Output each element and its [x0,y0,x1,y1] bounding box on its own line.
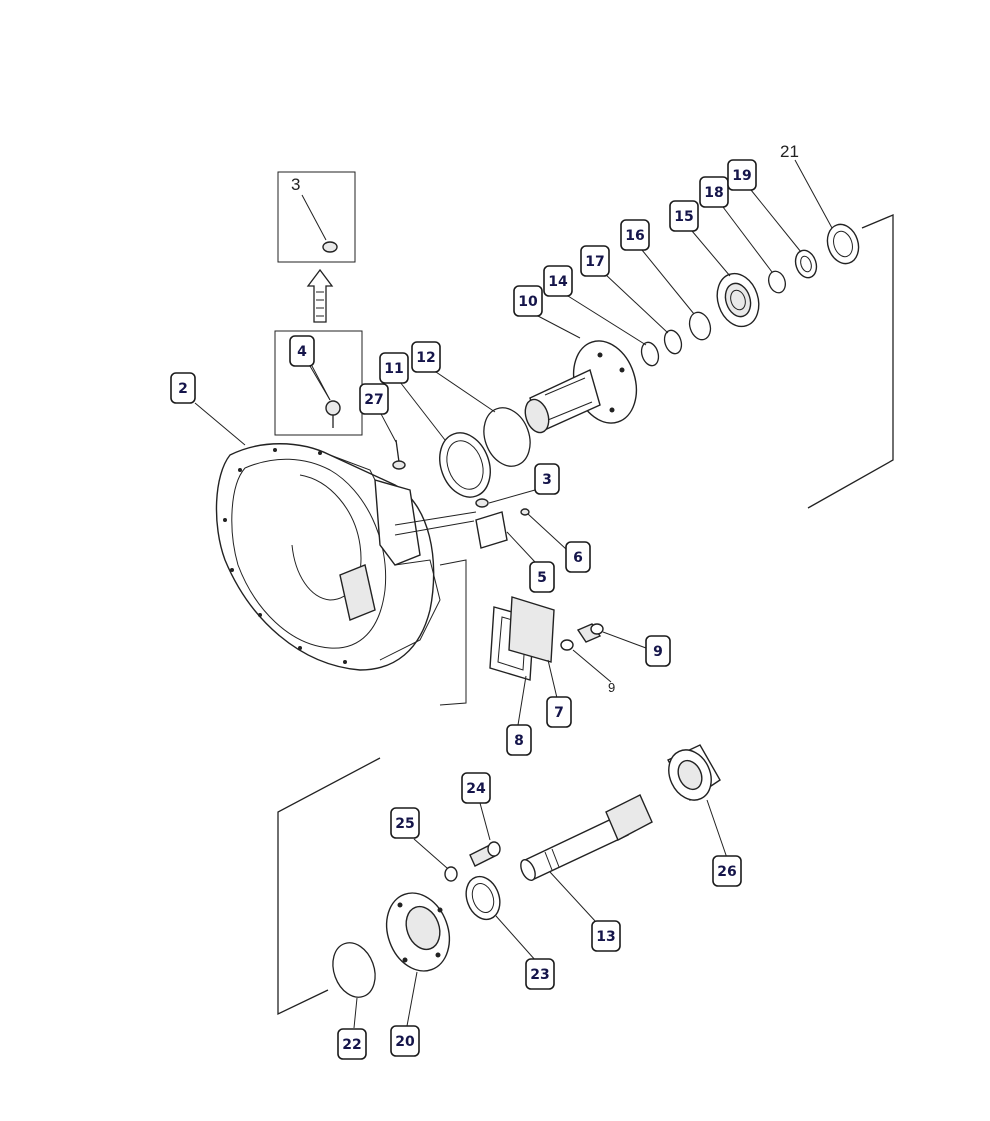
spacer-19 [794,249,818,279]
svg-text:23: 23 [530,967,549,983]
cover-gasket-group [394,498,555,706]
svg-text:20: 20 [395,1034,415,1050]
flywheel-housing [215,443,441,671]
arrow-up-icon [306,268,334,323]
bearing-23 [465,875,501,921]
callout-14: 14 [543,265,573,297]
gear-26 [667,744,721,802]
shaft-13 [520,794,653,881]
callout-20: 20 [390,1025,420,1057]
assembly-bracket-upper [807,214,894,509]
callout-4: 4 [289,335,315,367]
callout-23: 23 [525,958,555,990]
svg-text:27: 27 [364,392,383,408]
svg-text:8: 8 [514,733,524,749]
svg-text:2: 2 [178,381,188,397]
callout-2: 2 [170,372,196,404]
bolt-24 [469,841,501,867]
callout-9: 9 [645,635,671,667]
inset-detail-4 [274,330,363,436]
label-21: 21 [780,142,799,161]
callout-19: 19 [727,159,757,191]
svg-text:15: 15 [674,209,693,225]
svg-text:17: 17 [585,254,604,270]
callout-10: 10 [513,285,543,317]
callout-7: 7 [546,696,572,728]
callout-15: 15 [669,200,699,232]
callout-26: 26 [712,855,742,887]
callout-24: 24 [461,772,491,804]
svg-text:9: 9 [653,644,663,660]
callout-22: 22 [337,1028,367,1060]
callout-18: 18 [699,176,729,208]
ring-18 [768,270,786,294]
bolt-27 [392,439,406,470]
svg-text:14: 14 [548,274,568,290]
label-9-small: 9 [608,680,615,695]
bearing-15 [716,272,760,328]
washer-25 [444,866,458,882]
svg-text:16: 16 [625,228,644,244]
svg-text:22: 22 [342,1037,361,1053]
callout-16: 16 [620,219,650,251]
svg-text:26: 26 [717,864,736,880]
bolt-9: 9 [560,623,615,695]
callout-11: 11 [379,352,409,384]
leader-lines [194,189,802,1029]
svg-text:24: 24 [466,781,486,797]
svg-text:5: 5 [537,570,547,586]
snap-ring-16 [688,311,712,341]
callout-5: 5 [529,561,555,593]
snap-ring-17 [663,329,683,355]
callout-12: 12 [411,341,441,373]
callout-27: 27 [359,383,389,415]
callout-25: 25 [390,807,420,839]
callout-8: 8 [506,724,532,756]
callout-6: 6 [565,541,591,573]
svg-text:12: 12 [416,350,435,366]
o-ring-22 [332,942,376,998]
coupling-10 [524,340,638,434]
svg-text:10: 10 [518,294,538,310]
svg-text:13: 13 [596,929,615,945]
callout-13: 13 [591,920,621,952]
svg-text:3: 3 [542,472,552,488]
inset-detail-3: 3 [277,171,356,263]
svg-text:6: 6 [573,550,583,566]
svg-text:4: 4 [297,344,307,360]
svg-text:25: 25 [395,816,414,832]
o-ring-12 [483,407,531,467]
svg-text:18: 18 [704,185,723,201]
svg-text:11: 11 [384,361,403,377]
assembly-bracket-lower [277,757,381,1016]
svg-text:7: 7 [554,705,564,721]
cage-20 [385,892,451,972]
inset-label-3: 3 [291,175,300,194]
callout-17: 17 [580,245,610,277]
seal-21: 21 [780,142,860,265]
snap-ring-14 [640,341,660,367]
svg-text:19: 19 [732,168,751,184]
oil-seal-11 [439,432,491,498]
callout-3: 3 [534,463,560,495]
